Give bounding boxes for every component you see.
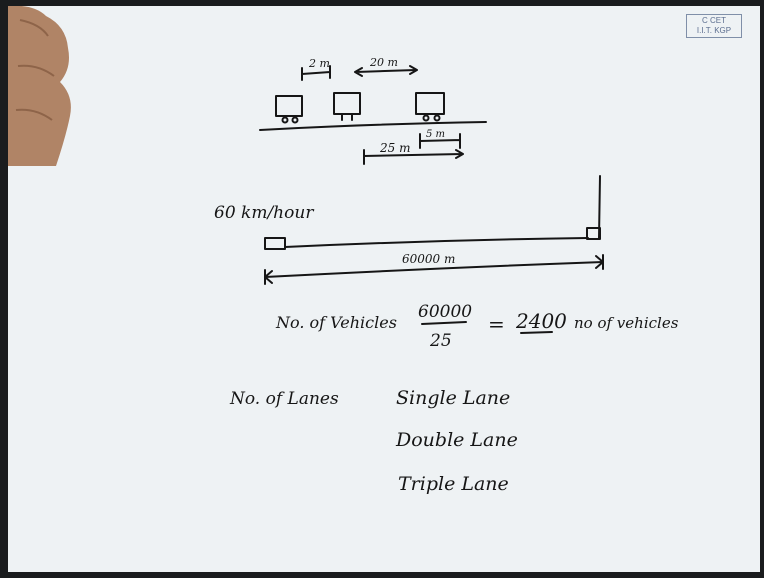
vehicle-2: [334, 93, 360, 114]
presenter-hand: [8, 6, 86, 166]
vehicle-1: [276, 96, 302, 116]
spacing-dimension: [364, 150, 463, 164]
vehicle-length-label: 5 m: [426, 129, 445, 140]
formula-equals: =: [488, 312, 505, 336]
long-road-line: [285, 238, 588, 247]
road-start-marker: [265, 238, 285, 249]
vehicle-3: [416, 93, 444, 114]
handwritten-notes: 2 m 20 m 25 m 5 m 60 km/hour 60000 m No.…: [8, 6, 760, 572]
vehicle-1-wheel-icon: [293, 118, 298, 123]
distance-label: 60000 m: [402, 252, 455, 266]
speed-label: 60 km/hour: [214, 203, 314, 223]
vehicle-3-wheel-icon: [424, 116, 429, 121]
formula-result: 2400: [515, 309, 567, 333]
lane-item-single: Single Lane: [396, 387, 510, 409]
gap-label-1: 2 m: [308, 57, 330, 70]
lane-item-double: Double Lane: [395, 429, 518, 451]
formula-denominator: 25: [429, 331, 452, 351]
formula-prefix: No. of Vehicles: [275, 313, 397, 332]
formula-suffix: no of vehicles: [574, 314, 679, 332]
lane-item-triple: Triple Lane: [398, 473, 509, 495]
fraction-bar: [422, 322, 466, 324]
lanes-heading: No. of Lanes: [229, 389, 339, 409]
vehicle-1-wheel-icon: [283, 118, 288, 123]
vehicle-3-wheel-icon: [435, 116, 440, 121]
gap-label-2: 20 m: [369, 56, 398, 69]
formula-numerator: 60000: [418, 302, 472, 322]
whiteboard: C CET I.I.T. KGP: [8, 6, 760, 572]
road-end-post: [599, 176, 600, 238]
spacing-label: 25 m: [379, 141, 410, 155]
